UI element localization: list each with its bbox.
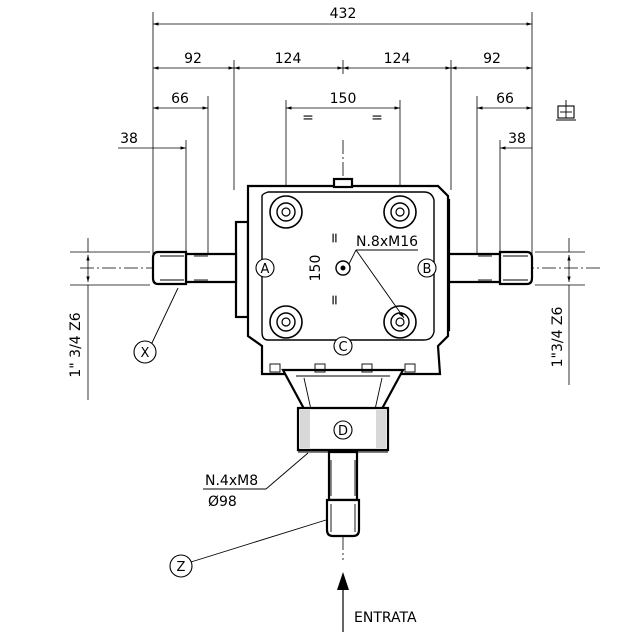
- mounting-holes: [269, 195, 417, 339]
- hole-top-left: [269, 195, 303, 229]
- callout-z: Z: [169, 519, 327, 578]
- dim-overall: 432: [330, 6, 357, 22]
- svg-text:D: D: [338, 424, 348, 439]
- callout-c: C: [333, 336, 353, 356]
- equal-mark-lower: =: [327, 294, 343, 306]
- hole-bottom-right: [383, 305, 417, 339]
- svg-text:Z: Z: [177, 560, 186, 575]
- dim-bolt-h: 150: [330, 91, 357, 107]
- center-bore: [335, 260, 351, 276]
- dim-outer-left: 92: [184, 51, 202, 67]
- dim-66-left: 66: [171, 91, 189, 107]
- label-input: ENTRATA: [354, 610, 417, 626]
- label-left-shaft: 1" 3/4 Z6: [68, 312, 84, 377]
- callout-x: X: [133, 287, 179, 364]
- dim-66-right: 66: [496, 91, 514, 107]
- hole-bottom-left: [269, 305, 303, 339]
- shafts: [151, 250, 534, 538]
- dim-bolt-v: 150: [308, 255, 324, 282]
- svg-text:X: X: [141, 346, 150, 361]
- dim-38-left: 38: [120, 131, 138, 147]
- label-holes-top: N.8xM16: [356, 234, 418, 250]
- dim-inner-right: 124: [384, 51, 411, 67]
- dim-outer-right: 92: [483, 51, 501, 67]
- svg-text:B: B: [423, 262, 432, 277]
- callout-b: B: [417, 258, 437, 278]
- label-holes-bottom: N.4xM8: [205, 473, 258, 489]
- equal-mark-right: =: [371, 110, 383, 126]
- label-right-shaft: 1"3/4 Z6: [550, 306, 566, 367]
- projection-symbol-icon: [556, 100, 576, 121]
- input-indicator: ENTRATA: [337, 572, 417, 632]
- dim-38-right: 38: [508, 131, 526, 147]
- label-pilot-diameter: Ø98: [208, 494, 237, 510]
- equal-mark-upper: =: [327, 232, 343, 244]
- dimension-values: 432 92 124 124 92 150 66 66 38 38 = = 15…: [120, 6, 526, 306]
- spec-labels: N.8xM16 N.4xM8 Ø98 1" 3/4 Z6 1"3/4 Z6: [68, 234, 566, 510]
- svg-text:C: C: [338, 340, 347, 355]
- dimension-lines: [70, 12, 585, 400]
- gearbox-housing: [234, 177, 451, 453]
- dim-inner-left: 124: [275, 51, 302, 67]
- callout-a: A: [255, 258, 275, 278]
- callout-d: D: [333, 420, 353, 440]
- svg-text:A: A: [261, 262, 270, 277]
- equal-mark-left: =: [302, 110, 314, 126]
- hole-top-right: [383, 195, 417, 229]
